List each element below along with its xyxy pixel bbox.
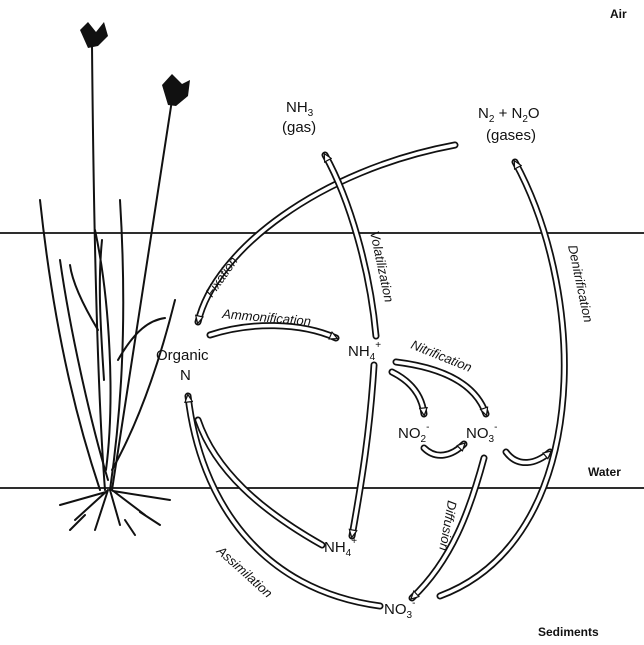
- organic-label: Organic: [156, 347, 209, 364]
- svg-text:NH3: NH3: [286, 99, 314, 119]
- ammonification-arrow: [210, 326, 336, 338]
- no3-to-water-arrow: [506, 452, 550, 463]
- organic-n-node: Organic N: [156, 347, 209, 384]
- n2o-tail: O: [528, 105, 540, 122]
- nh3-gas-node: NH3 (gas): [282, 99, 316, 136]
- nh4-downward-arrow: [352, 365, 374, 536]
- svg-text:NO3-: NO3-: [384, 598, 415, 621]
- water-zone-label: Water: [588, 465, 621, 479]
- nh4-water-node: NH4+: [348, 340, 381, 363]
- svg-text:NO2-: NO2-: [398, 422, 429, 445]
- no2-to-no3-arrow: [424, 444, 464, 455]
- fixation-label: Fixation: [202, 254, 240, 300]
- no3-sediment-node: NO3-: [384, 598, 415, 621]
- n2-n2o-state: (gases): [486, 127, 536, 144]
- assimilation-arrow-outer: [188, 396, 380, 606]
- svg-text:N2 + N2O: N2 + N2O: [478, 105, 540, 125]
- assimilation-arrow-inner: [198, 420, 322, 545]
- plant-illustration: [40, 45, 175, 535]
- svg-text:NH4+: NH4+: [348, 340, 381, 363]
- sediments-zone-label: Sediments: [538, 625, 599, 639]
- nh3-formula: NH: [286, 99, 308, 116]
- denitrification-label: Denitrification: [565, 244, 596, 324]
- nh3-state: (gas): [282, 119, 316, 136]
- plant-flower-heads: [80, 22, 190, 106]
- assimilation-label: Assimilation: [213, 542, 275, 600]
- svg-text:NO3-: NO3-: [466, 422, 497, 445]
- air-zone-label: Air: [610, 7, 627, 21]
- no3-water-node: NO3-: [466, 422, 497, 445]
- no2-water-node: NO2-: [398, 422, 429, 445]
- n2o-plus-n: + N: [494, 105, 522, 122]
- nitrification-arrow-1: [392, 372, 424, 414]
- organic-n-label: N: [180, 367, 191, 384]
- n2-n2o-gases-node: N2 + N2O (gases): [478, 105, 540, 144]
- nh3-subscript: 3: [308, 108, 314, 119]
- process-arrows: [188, 145, 564, 606]
- n2-formula: N: [478, 105, 489, 122]
